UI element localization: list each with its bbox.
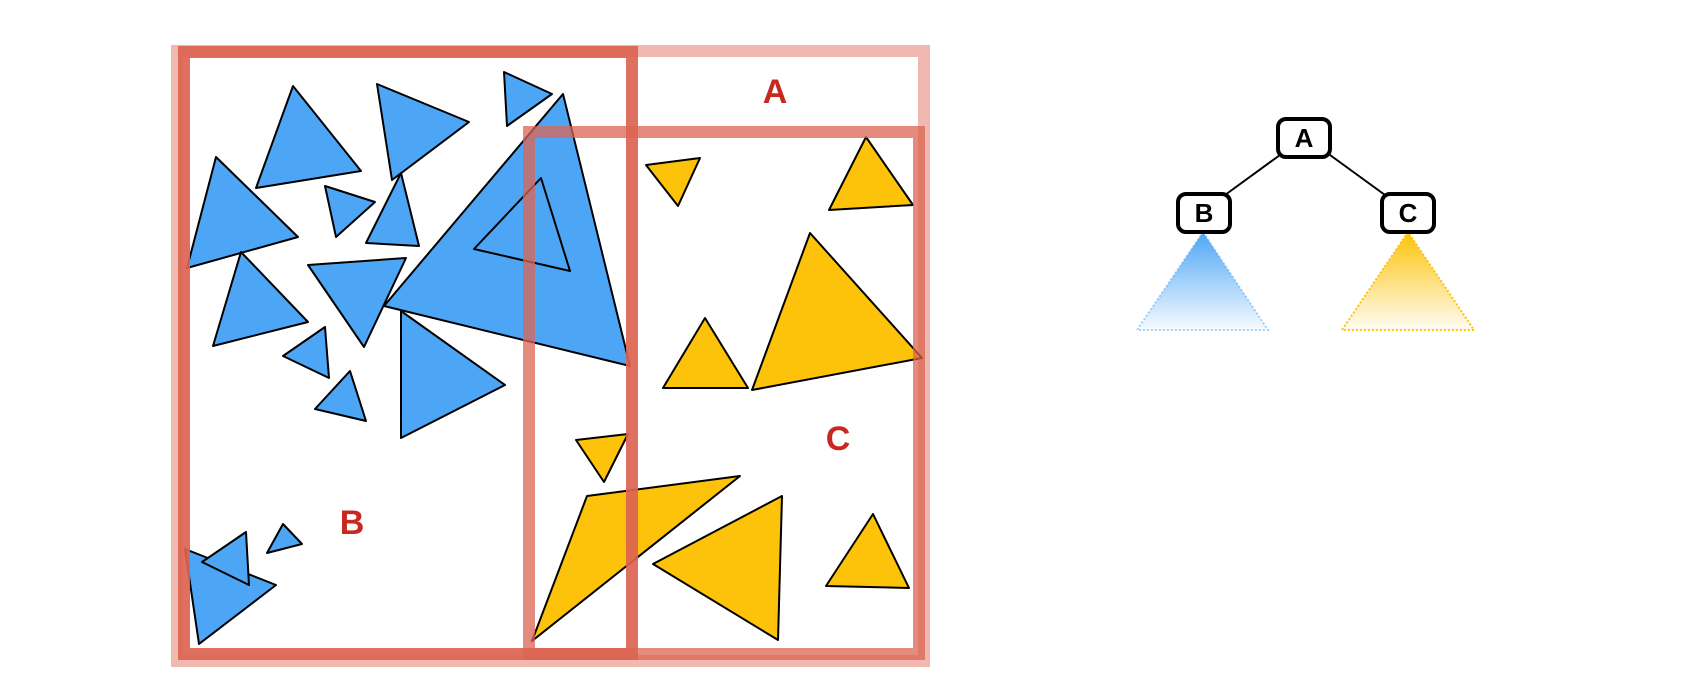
bvh-tree: A B C [1135, 117, 1476, 331]
bbox-a-label: A [763, 73, 788, 111]
tree-edge-a-b [1224, 154, 1281, 196]
bbox-c-label: C [826, 420, 851, 458]
blue-triangle [376, 83, 470, 181]
blue-triangle-inner [473, 177, 571, 272]
yellow-triangle [645, 157, 701, 207]
blue-triangle [266, 523, 303, 554]
blue-triangle [282, 326, 330, 379]
yellow-triangle [575, 433, 629, 483]
blue-triangle [307, 257, 407, 348]
blue-triangle [212, 251, 309, 347]
yellow-triangle [825, 513, 910, 589]
subtree-b-fan [1135, 230, 1270, 331]
yellow-triangle [828, 136, 914, 211]
tree-node-b-label: B [1195, 198, 1214, 228]
bbox-b [178, 46, 638, 660]
subtree-c-fan [1340, 230, 1476, 331]
blue-triangle [400, 310, 506, 439]
tree-edge-a-c [1329, 154, 1386, 196]
blue-triangle [324, 185, 376, 238]
blue-triangle [365, 172, 420, 247]
blue-triangle [503, 71, 553, 127]
yellow-triangle [751, 232, 923, 391]
blue-triangle [314, 370, 367, 422]
bbox-b-label: B [340, 504, 365, 542]
blue-triangles [184, 71, 631, 645]
tree-node-b: B [1176, 192, 1232, 234]
tree-node-a-label: A [1295, 123, 1314, 153]
tree-node-c-label: C [1399, 198, 1418, 228]
yellow-triangle [652, 495, 783, 641]
tree-node-c: C [1380, 192, 1436, 234]
yellow-triangle [662, 317, 749, 389]
bbox-c [523, 126, 925, 660]
tree-node-a: A [1276, 117, 1332, 159]
blue-triangle [255, 85, 362, 189]
blue-triangle [201, 531, 250, 586]
